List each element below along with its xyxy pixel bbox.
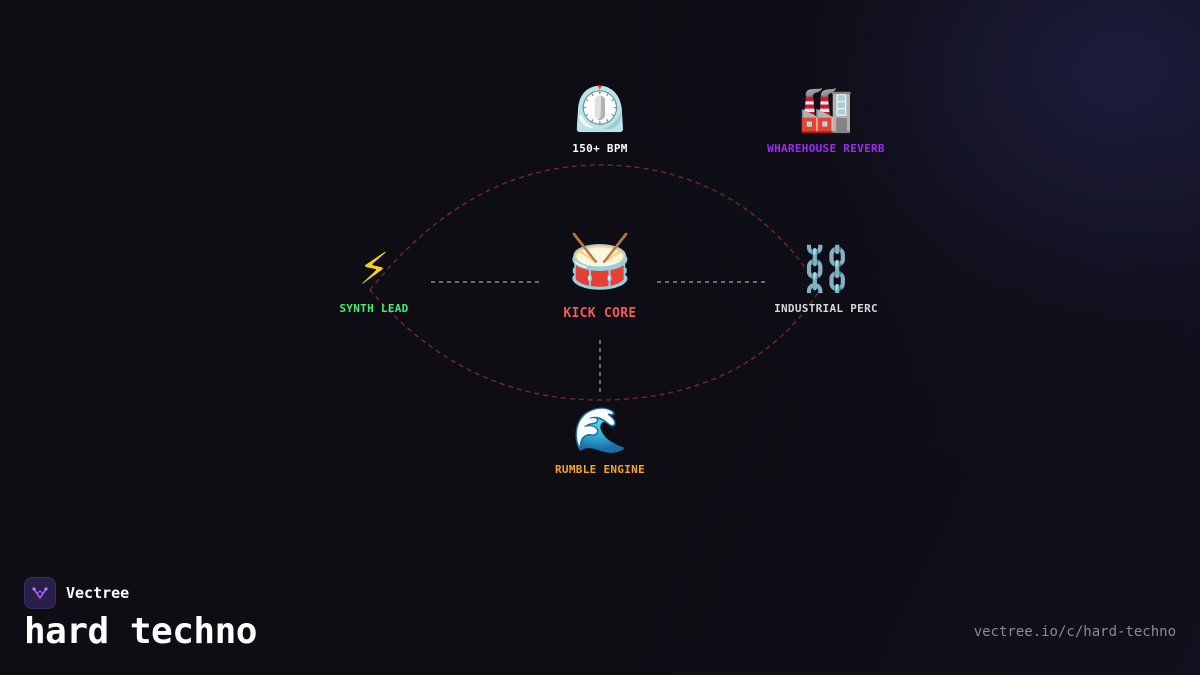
node-kick-core[interactable]: 🥁 KICK CORE	[500, 232, 700, 321]
node-synth-lead[interactable]: ⚡ SYNTH LEAD	[274, 244, 474, 315]
timer-icon: ⏲️	[572, 84, 628, 135]
node-rumble-engine[interactable]: 🌊 RUMBLE ENGINE	[500, 405, 700, 476]
node-warehouse-reverb-label: WHAREHOUSE REVERB	[767, 142, 885, 155]
node-bpm-label: 150+ BPM	[572, 142, 628, 155]
factory-icon: 🏭	[798, 84, 854, 135]
node-synth-lead-label: SYNTH LEAD	[339, 302, 409, 315]
node-industrial-perc-label: INDUSTRIAL PERC	[774, 302, 878, 315]
brand[interactable]: Vectree	[24, 577, 129, 609]
drum-icon: 🥁	[567, 232, 633, 292]
page-title: hard techno	[24, 611, 257, 652]
page-url[interactable]: vectree.io/c/hard-techno	[973, 624, 1176, 640]
node-rumble-engine-label: RUMBLE ENGINE	[555, 463, 645, 476]
node-bpm[interactable]: ⏲️ 150+ BPM	[500, 84, 700, 155]
vectree-logo-icon	[24, 577, 56, 609]
node-industrial-perc[interactable]: ⛓️ INDUSTRIAL PERC	[726, 244, 926, 315]
chain-icon: ⛓️	[798, 244, 854, 295]
node-warehouse-reverb[interactable]: 🏭 WHAREHOUSE REVERB	[726, 84, 926, 155]
lightning-icon: ⚡	[358, 244, 390, 295]
node-kick-core-label: KICK CORE	[563, 306, 637, 321]
brand-name: Vectree	[66, 584, 130, 602]
wave-icon: 🌊	[572, 405, 628, 456]
